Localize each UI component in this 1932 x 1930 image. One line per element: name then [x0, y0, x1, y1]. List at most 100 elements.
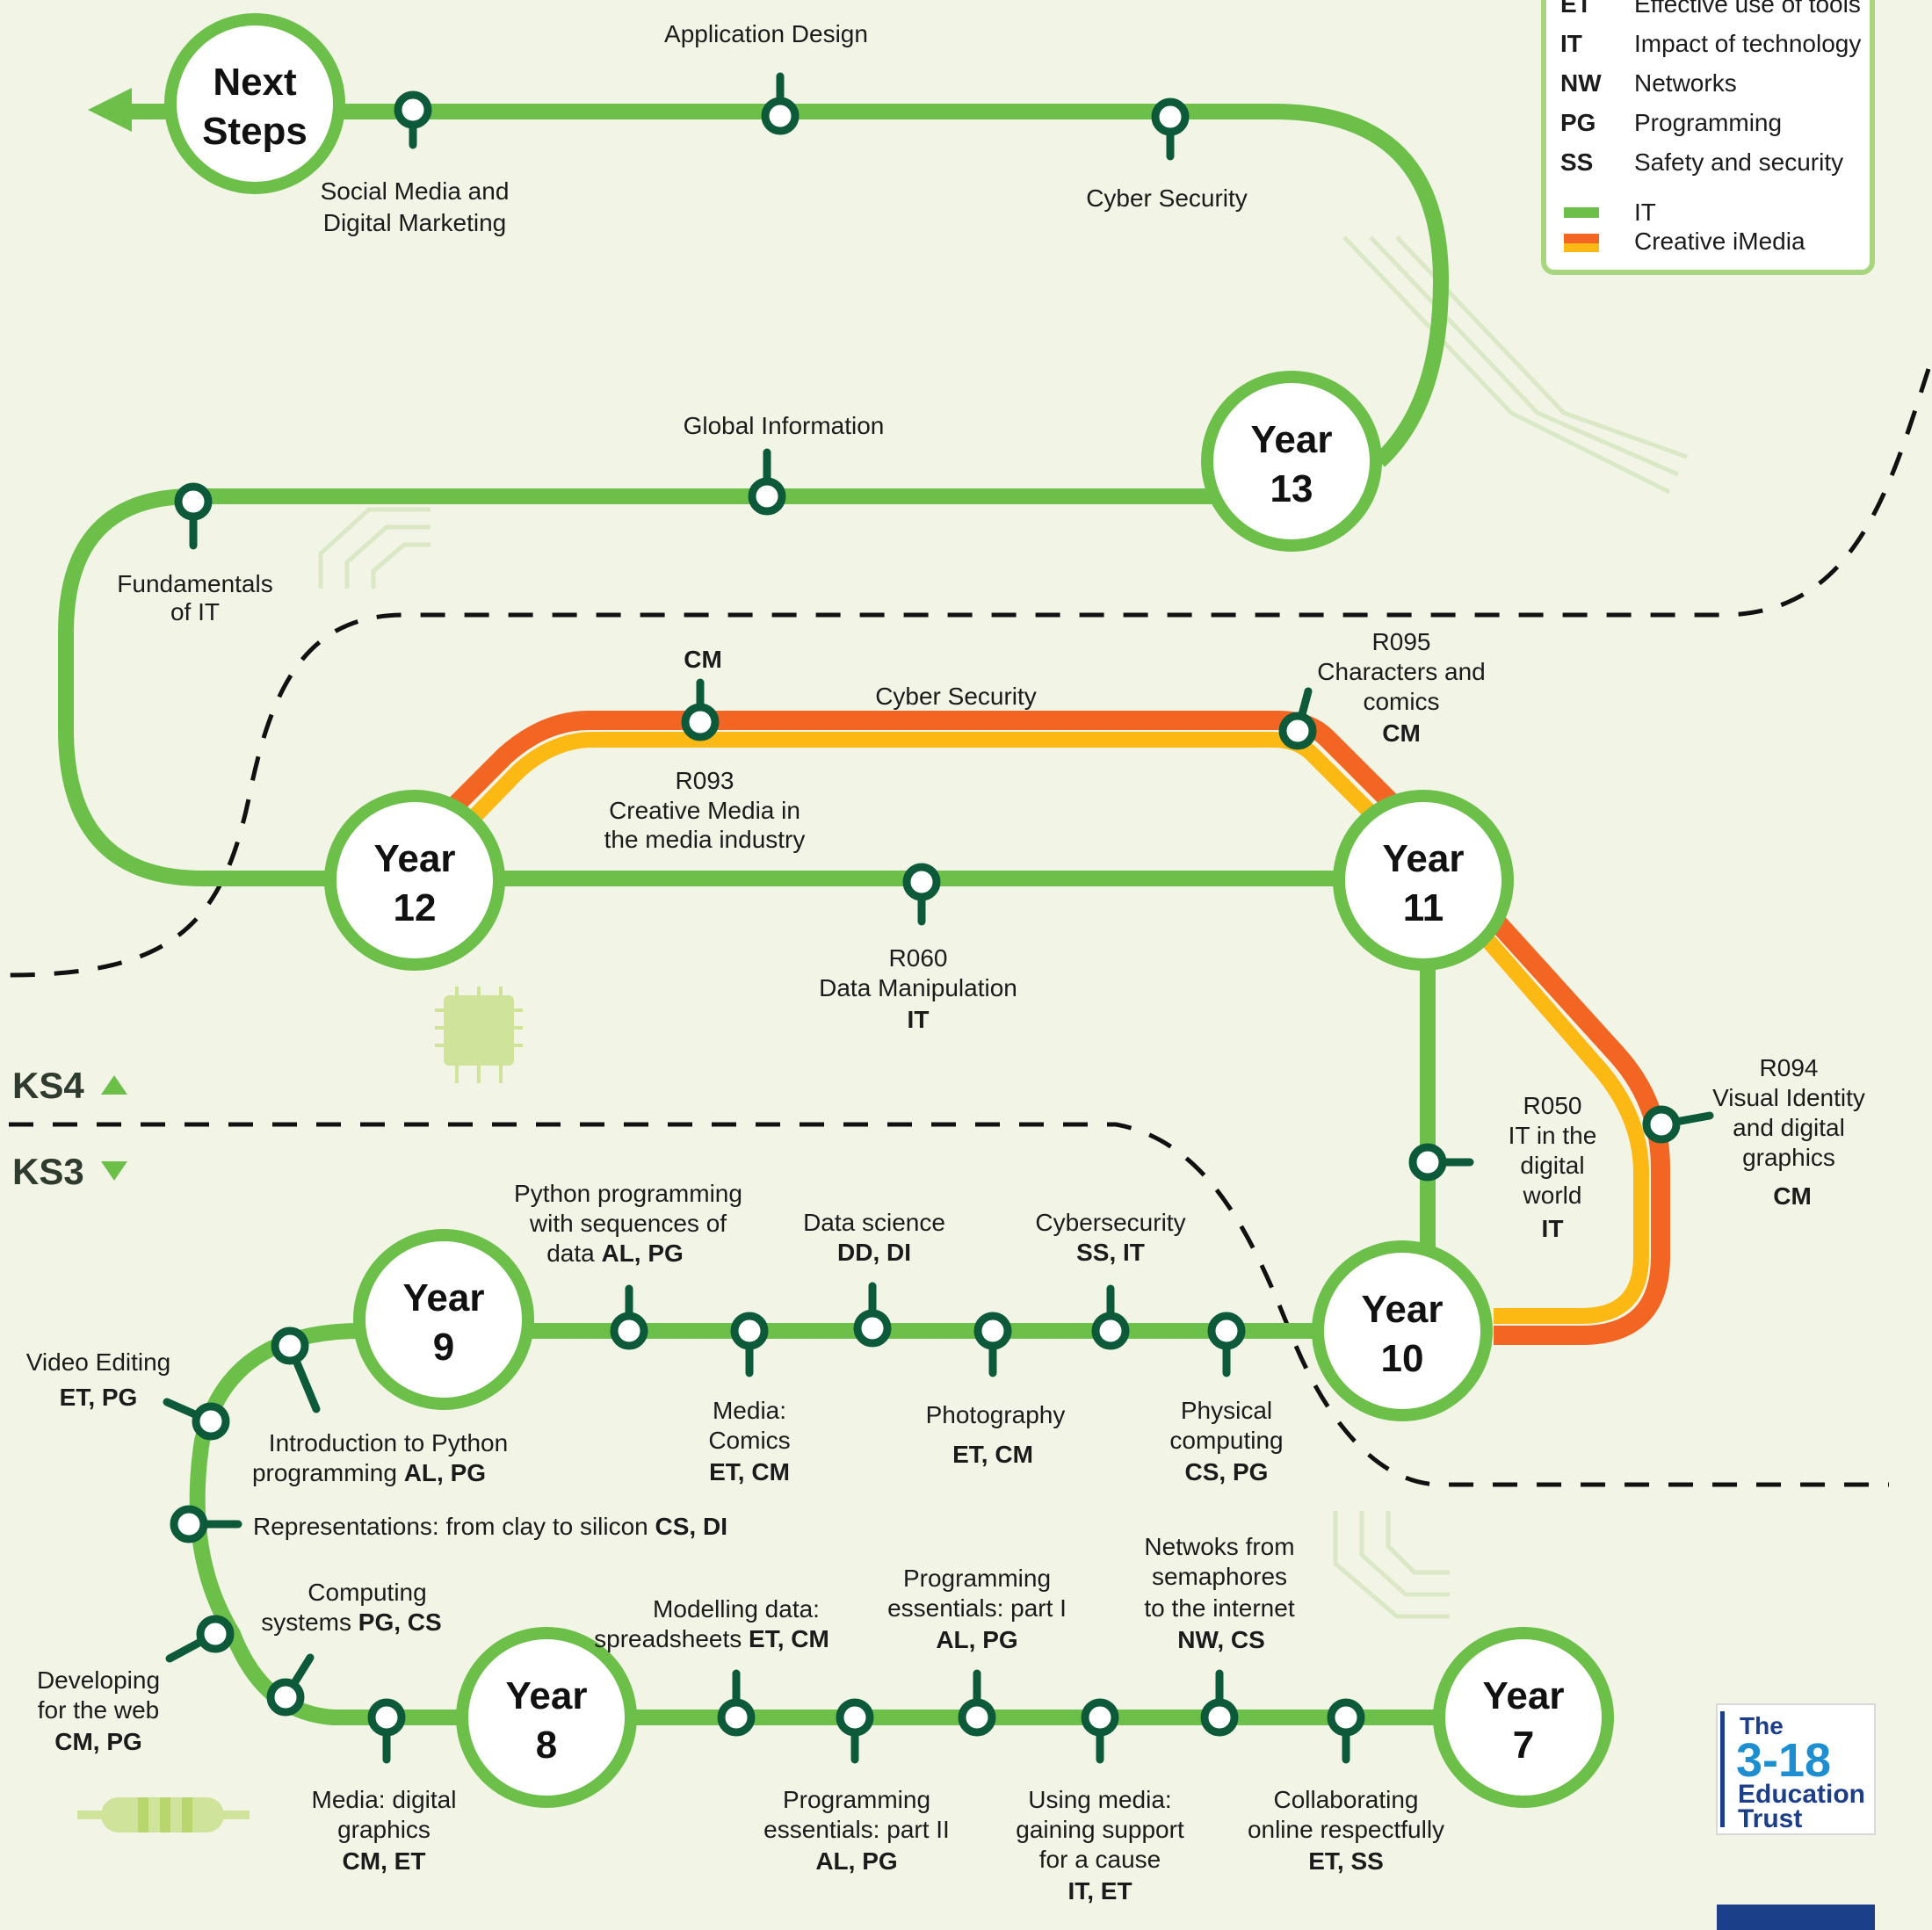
station-y9: Year 9	[353, 1229, 534, 1410]
stop-marker	[174, 482, 213, 550]
logo-line-1: The	[1740, 1712, 1784, 1739]
station-line1: Next	[213, 61, 297, 104]
station-ring	[1312, 1240, 1493, 1421]
legend-box	[1541, 0, 1875, 275]
label-cm-top: CM	[684, 646, 722, 673]
station-line1: Year	[1383, 837, 1465, 880]
legend-it-label: IT	[1634, 199, 1656, 226]
stop-marker	[163, 1398, 230, 1441]
stop-marker	[853, 1282, 892, 1348]
stop-marker	[394, 90, 432, 149]
station-ring	[1433, 1627, 1614, 1808]
station-line1: Year	[1483, 1674, 1565, 1717]
legend-imedia-swatch-orange	[1564, 234, 1599, 243]
station-line1: Year	[403, 1276, 485, 1319]
station-line1: Year	[374, 837, 456, 880]
ks4-label: KS4	[12, 1065, 84, 1106]
label-cyber-y12: Cyber Security	[875, 683, 1037, 710]
ks4-up-arrow	[101, 1075, 127, 1095]
station-line2: 8	[536, 1724, 557, 1767]
station-y12: Year 12	[324, 790, 505, 971]
stop-marker	[610, 1284, 648, 1350]
stop-marker	[1151, 98, 1190, 161]
stop-marker	[902, 863, 941, 926]
legend-text: Impact of technology	[1634, 30, 1861, 57]
station-ring	[1201, 371, 1382, 552]
stop-marker	[761, 72, 800, 135]
label-global-information: Global Information	[684, 412, 885, 439]
logo-line-3: Education	[1738, 1780, 1865, 1809]
chip-decoration	[435, 987, 523, 1083]
stop-marker	[1642, 1105, 1714, 1144]
stop-marker	[681, 678, 720, 741]
station-line2: 10	[1381, 1337, 1424, 1380]
it-line	[58, 104, 1450, 1725]
station-line2: 13	[1270, 467, 1313, 510]
station-ring	[456, 1627, 637, 1808]
stop-marker	[266, 1653, 315, 1717]
station-line2: 7	[1513, 1724, 1534, 1767]
stop-marker	[1278, 687, 1317, 750]
station-ring	[353, 1229, 534, 1410]
legend-it-swatch	[1564, 207, 1599, 218]
station-line2: 12	[394, 886, 437, 929]
legend-text: Networks	[1634, 69, 1737, 97]
stop-marker	[1081, 1698, 1119, 1764]
legend-imedia-swatch-yellow	[1564, 243, 1599, 252]
stop-marker	[1207, 1312, 1246, 1377]
stop-marker	[271, 1326, 321, 1413]
stop-marker	[748, 448, 786, 516]
station-ring	[324, 790, 505, 971]
station-y7: Year 7	[1433, 1627, 1614, 1808]
station-y11: Year 11	[1333, 790, 1514, 971]
station-line2: Steps	[202, 110, 308, 153]
legend-imedia-label: Creative iMedia	[1634, 228, 1805, 255]
label-representations: Representations: from clay to silicon CS…	[253, 1513, 727, 1540]
stop-marker	[165, 1615, 235, 1663]
station-line2: 9	[433, 1326, 454, 1369]
stop-marker	[717, 1669, 756, 1737]
stop-marker	[1200, 1669, 1239, 1737]
stop-marker	[836, 1698, 874, 1764]
stop-marker	[730, 1312, 769, 1377]
ks3-label: KS3	[12, 1151, 84, 1192]
logo-line-4: Trust	[1738, 1804, 1802, 1833]
station-line2: 11	[1403, 886, 1444, 929]
next-steps-arrow	[88, 88, 167, 132]
label-modelling: Modelling data:spreadsheets ET, CM	[594, 1595, 829, 1652]
trust-logo: The 3-18 Education Trust	[1716, 1703, 1876, 1930]
stops-layer	[163, 72, 1714, 1764]
label-application-design: Application Design	[664, 20, 868, 47]
stop-marker	[1408, 1143, 1474, 1182]
legend-text: Effective use of tools	[1634, 0, 1861, 18]
logo-line-2: 3-18	[1736, 1734, 1831, 1787]
station-ring	[164, 13, 345, 194]
legend-abbr: NW	[1560, 69, 1602, 97]
circuit-decoration	[318, 235, 1688, 1619]
